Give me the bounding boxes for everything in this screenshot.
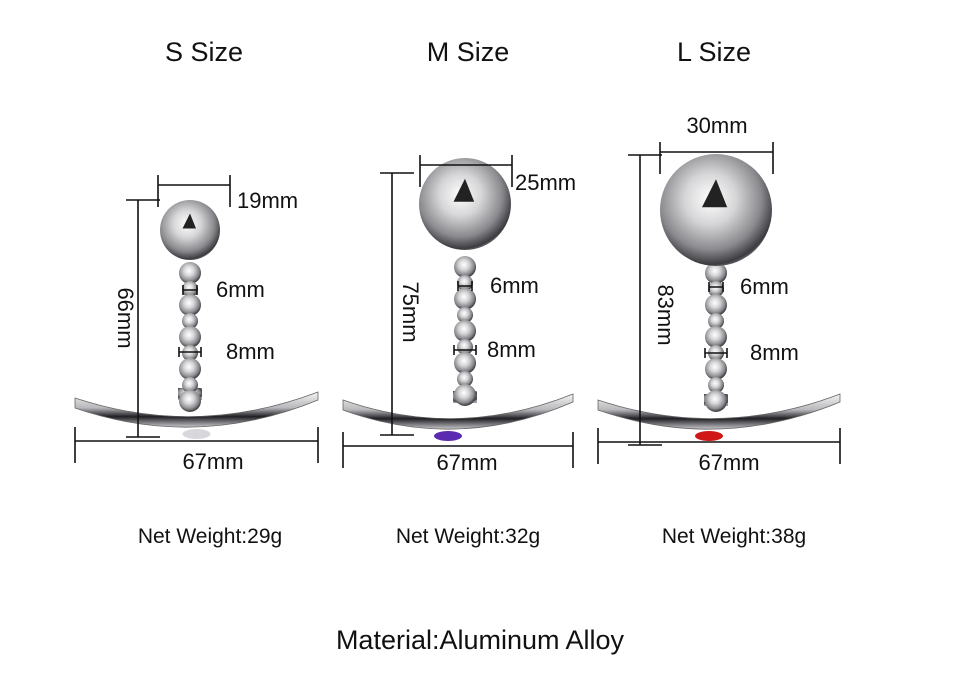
- width-label: 67mm: [698, 450, 759, 475]
- large-bead-marker: [178, 347, 202, 357]
- bead: [705, 294, 727, 316]
- width-label: 67mm: [182, 449, 243, 474]
- small-bead-label: 6mm: [740, 274, 789, 299]
- bead: [182, 345, 198, 361]
- bead: [182, 313, 198, 329]
- large-bead-label: 8mm: [487, 337, 536, 362]
- bead: [454, 352, 476, 374]
- width-dimension-line: [342, 432, 574, 468]
- bead: [705, 326, 727, 348]
- ball-diameter-label: 19mm: [237, 188, 298, 213]
- ball-dimension-line: [659, 142, 774, 174]
- ball: [419, 158, 511, 250]
- base-bar: [74, 391, 319, 428]
- base-bar: [342, 393, 574, 430]
- ball-dimension-line: [419, 155, 513, 187]
- large-bead-marker: [704, 348, 728, 358]
- ball-diameter-label: 30mm: [686, 113, 747, 138]
- small-bead-marker: [708, 282, 724, 292]
- bead: [454, 320, 476, 342]
- height-label: 83mm: [653, 284, 678, 345]
- bead: [705, 358, 727, 380]
- small-bead-label: 6mm: [216, 277, 265, 302]
- ball-highlight: [453, 178, 475, 202]
- net-weight-label: Net Weight:38g: [662, 525, 806, 548]
- ball: [160, 200, 220, 260]
- gem: [695, 431, 723, 441]
- gem: [434, 431, 462, 441]
- bead: [708, 281, 724, 297]
- bead: [179, 262, 201, 284]
- net-weight-label: Net Weight:29g: [138, 525, 282, 548]
- bead: [705, 390, 727, 412]
- bead: [708, 377, 724, 393]
- bead: [454, 384, 476, 406]
- ball-highlight: [702, 179, 728, 208]
- ball-dimension-line: [157, 175, 231, 207]
- ball: [660, 154, 772, 266]
- width-label: 67mm: [436, 450, 497, 475]
- net-weight-label: Net Weight:32g: [396, 525, 540, 548]
- bead: [708, 313, 724, 329]
- small-bead-marker: [182, 285, 198, 295]
- gem: [182, 429, 211, 439]
- bead: [179, 326, 201, 348]
- height-label: 75mm: [398, 281, 423, 342]
- ball-diameter-label: 25mm: [515, 170, 576, 195]
- material-label: Material:Aluminum Alloy: [336, 625, 625, 655]
- large-bead-marker: [453, 345, 477, 355]
- bead: [179, 390, 201, 412]
- bead: [705, 262, 727, 284]
- bead: [179, 358, 201, 380]
- small-bead-label: 6mm: [490, 273, 539, 298]
- width-dimension-line: [74, 427, 319, 463]
- height-dimension-line: [628, 154, 662, 446]
- bead: [454, 288, 476, 310]
- ball-highlight: [182, 213, 196, 229]
- height-label: 66mm: [113, 287, 138, 348]
- width-dimension-line: [597, 428, 841, 464]
- bead: [457, 307, 473, 323]
- size-title: S Size: [165, 37, 243, 67]
- bead: [182, 377, 198, 393]
- bead: [457, 371, 473, 387]
- bead: [457, 275, 473, 291]
- large-bead-label: 8mm: [750, 340, 799, 365]
- size-title: M Size: [427, 37, 510, 67]
- base-bar: [597, 393, 841, 430]
- height-dimension-line: [126, 199, 160, 438]
- bead: [182, 281, 198, 297]
- height-dimension-line: [380, 172, 414, 436]
- bead: [179, 294, 201, 316]
- large-bead-label: 8mm: [226, 339, 275, 364]
- small-bead-marker: [457, 281, 473, 291]
- size-title: L Size: [677, 37, 751, 67]
- bead: [457, 339, 473, 355]
- bead: [454, 256, 476, 278]
